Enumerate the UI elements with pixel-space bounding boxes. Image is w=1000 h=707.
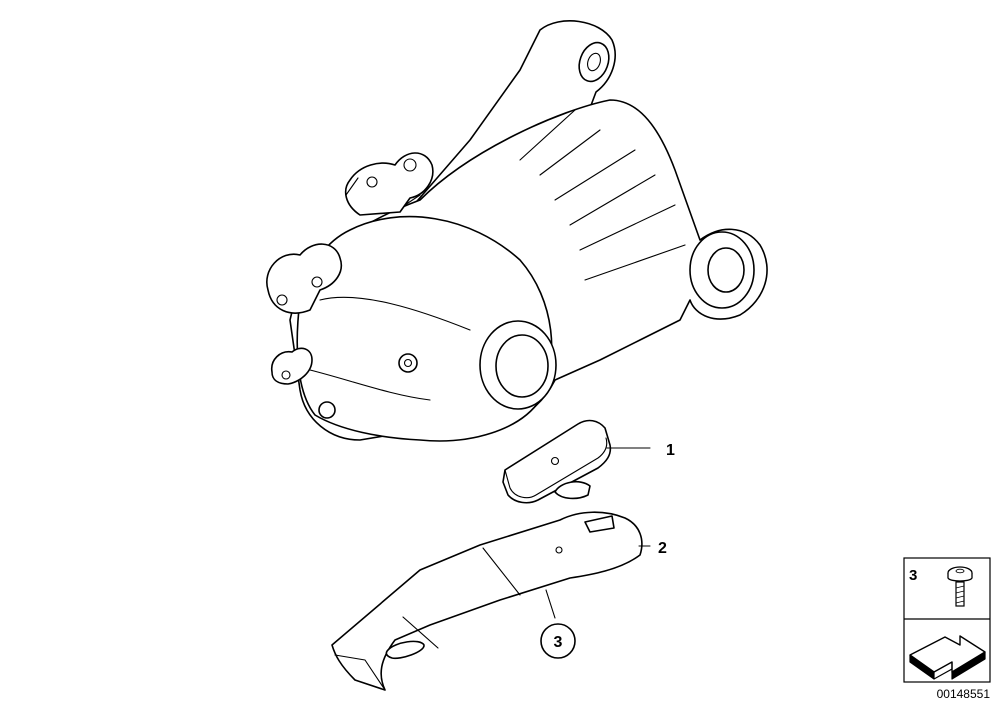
bolt-icon bbox=[947, 566, 973, 607]
callout-1: 1 bbox=[666, 442, 675, 459]
next-page-arrow-icon bbox=[909, 635, 986, 680]
leader-lines bbox=[545, 447, 651, 619]
legend-box: 3 bbox=[903, 557, 991, 683]
legend-item-number: 3 bbox=[909, 567, 917, 584]
callout-3-circle bbox=[540, 623, 576, 659]
differential-housing bbox=[266, 20, 768, 442]
callout-2: 2 bbox=[658, 540, 667, 557]
diagram-id: 00148551 bbox=[937, 687, 991, 701]
part-1-mount-pad bbox=[502, 419, 612, 504]
callout-3: 3 bbox=[554, 634, 563, 651]
part-2-bracket bbox=[331, 511, 643, 691]
